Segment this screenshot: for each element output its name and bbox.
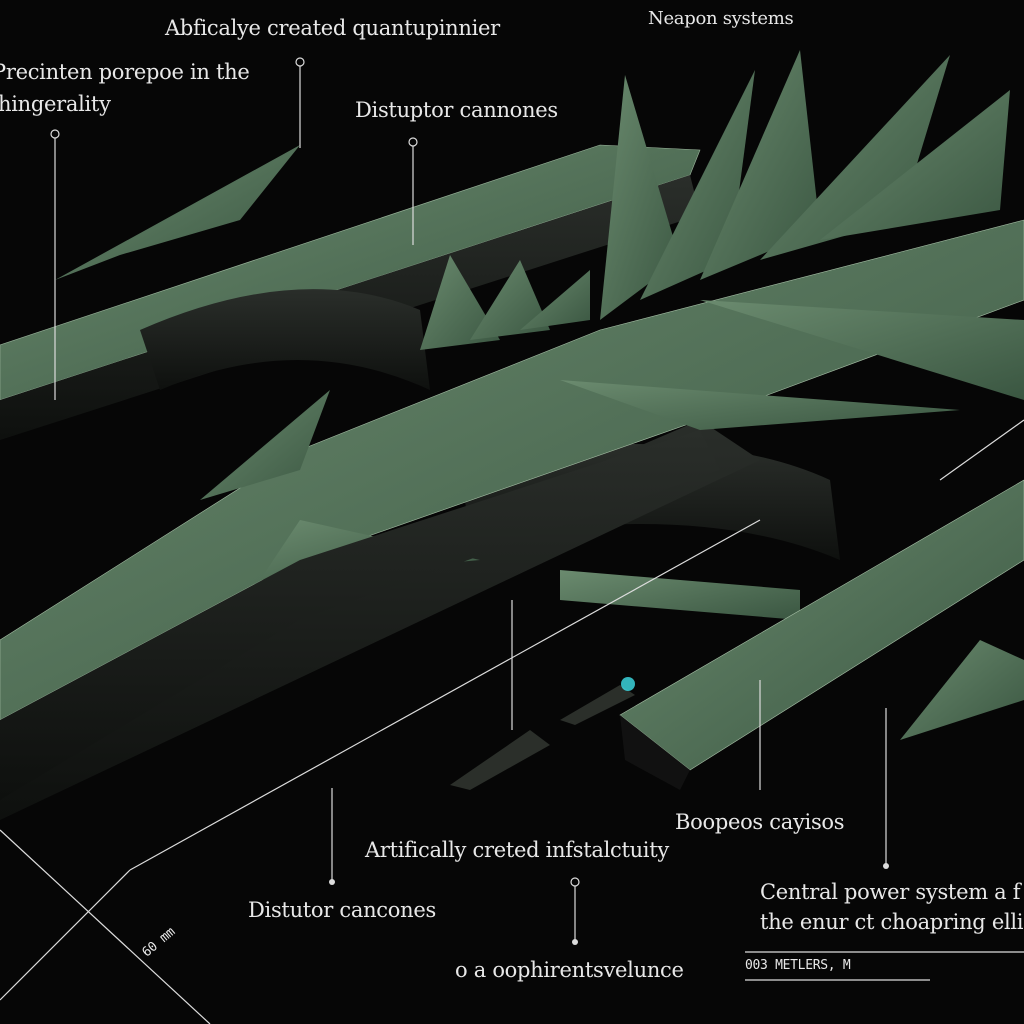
- label-top-center: Abficalye created quantupinnier: [165, 16, 500, 40]
- label-power-line2: the enur ct choapring elliac: [760, 910, 1024, 934]
- label-bottom-lower: o a oophirentsvelunce: [455, 958, 684, 982]
- label-weapon-systems: Neapon systems: [648, 8, 794, 29]
- leader-dots: [329, 863, 889, 945]
- label-artificially-created: Artifically creted infstalctuity: [365, 838, 669, 862]
- label-disruptor-cannons-top: Distuptor cannones: [355, 98, 558, 122]
- label-top-left-line1: Precinten porepoe in the: [0, 60, 250, 84]
- label-power-line1: Central power system a f: [760, 880, 1021, 904]
- leader-lines: [0, 57, 1024, 1024]
- label-top-left-line2: hingerality: [0, 92, 111, 116]
- small-ships: [450, 677, 635, 790]
- engine-glow-icon: [621, 677, 635, 691]
- lower-arm: [560, 479, 1024, 790]
- label-boopeos: Boopeos cayisos: [675, 810, 845, 834]
- label-disruptor-cannons-bottom: Distutor cancones: [248, 898, 436, 922]
- main-leaf-body: [0, 50, 1024, 800]
- scale-text: 003 METLERS, M: [745, 958, 851, 973]
